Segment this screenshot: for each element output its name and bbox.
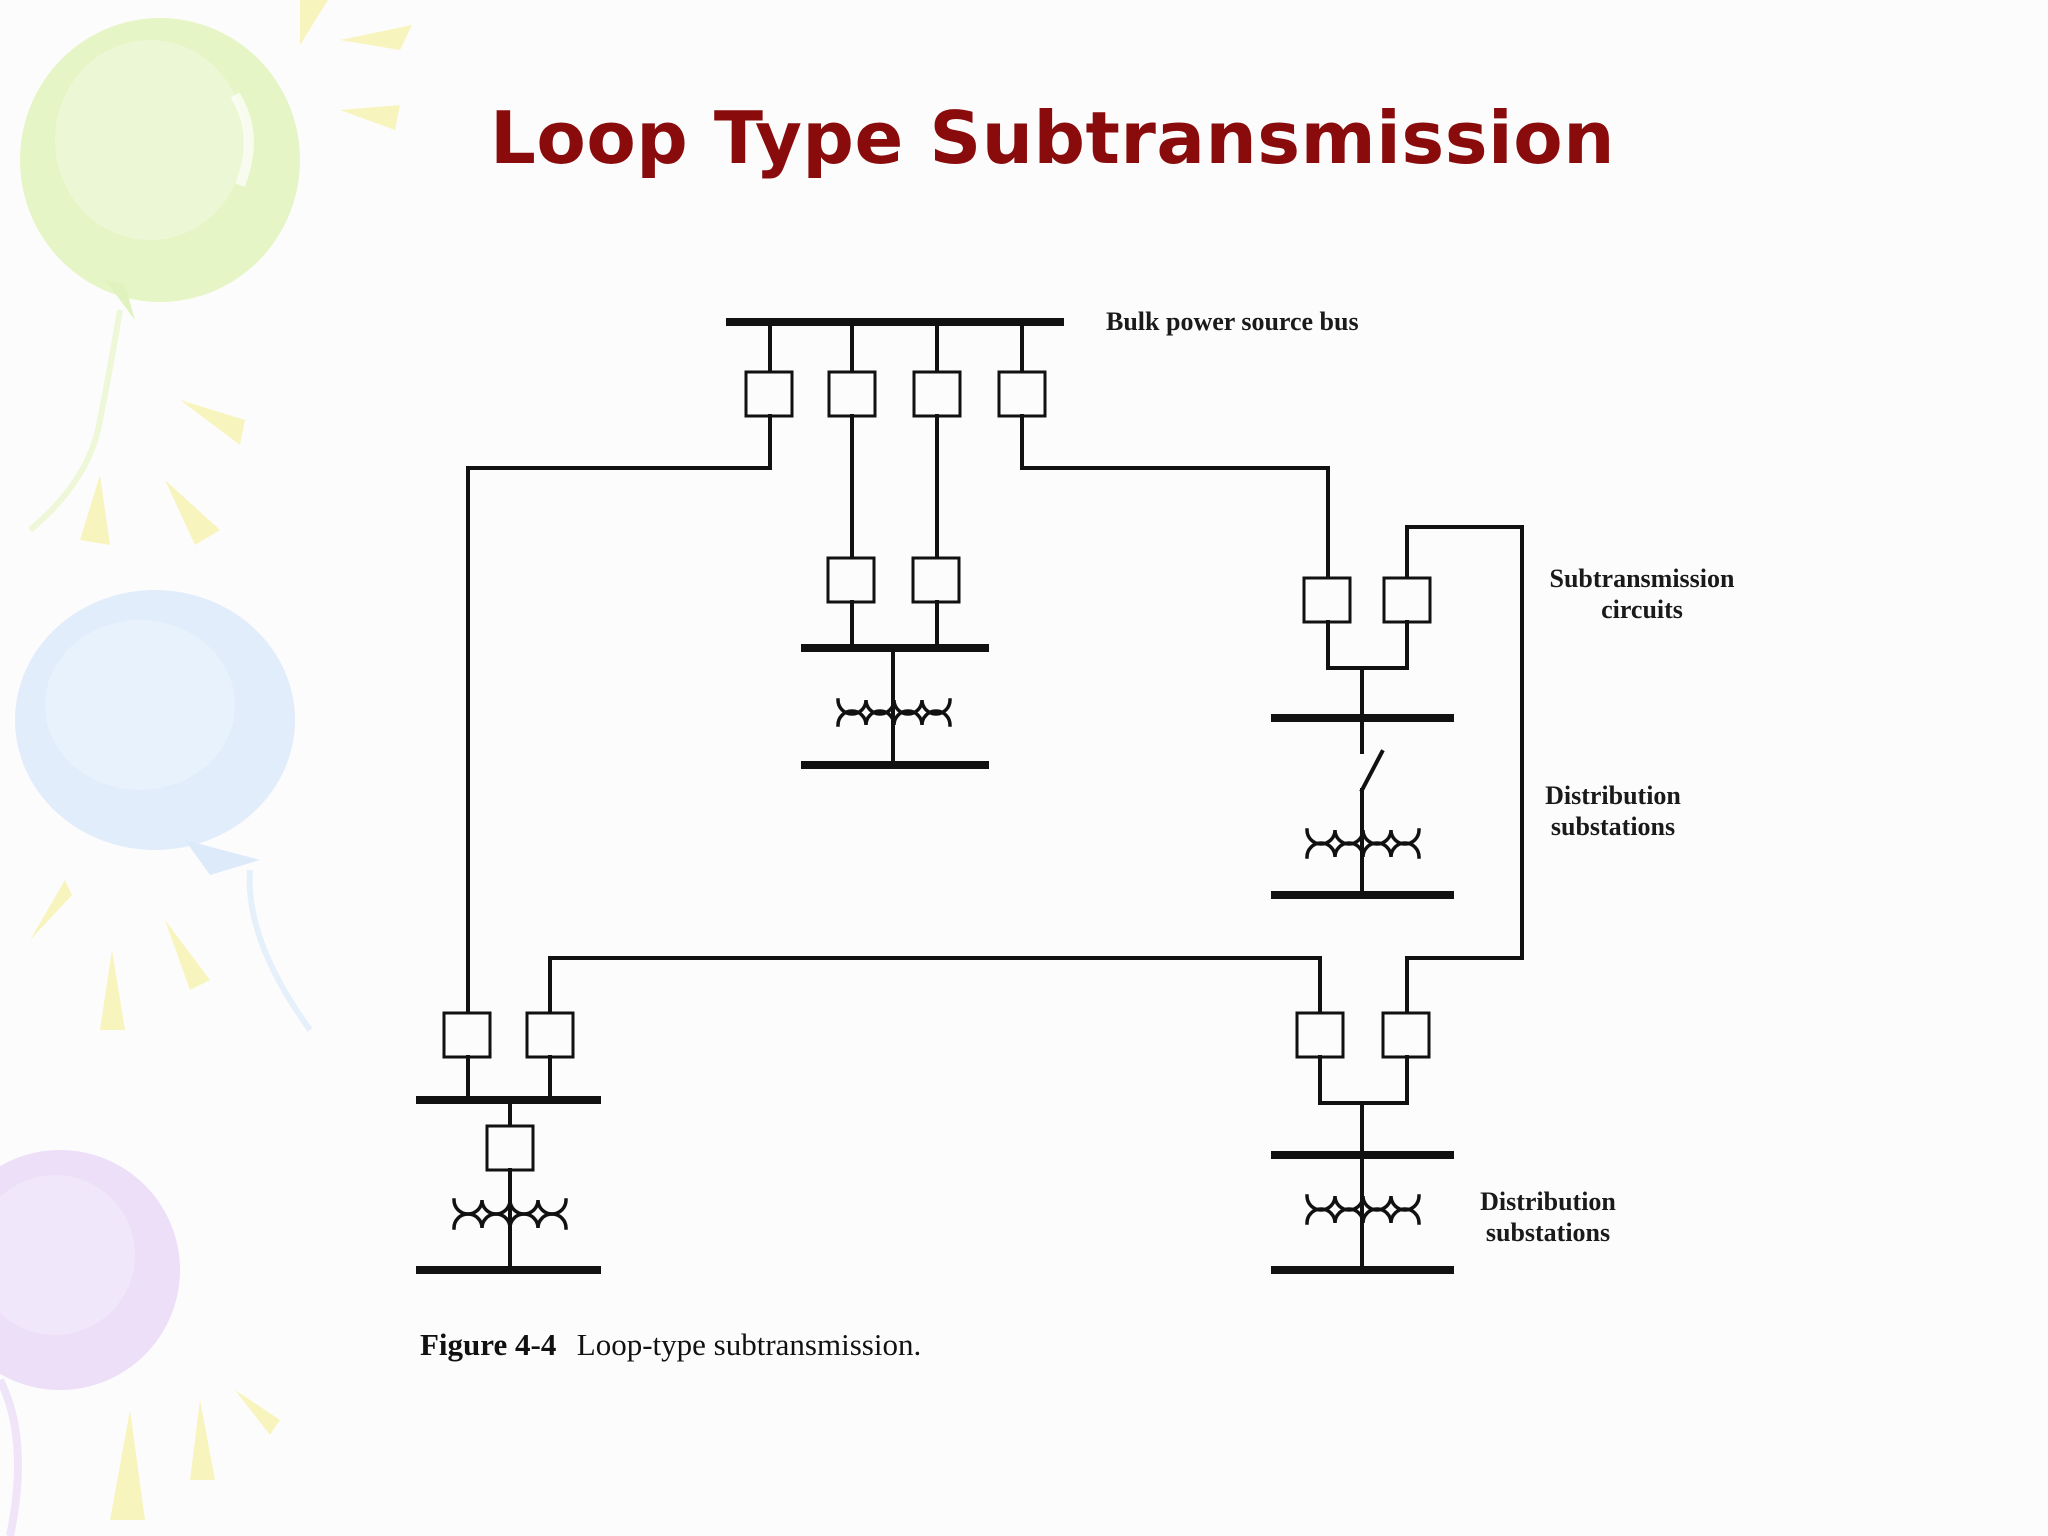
upper-right-transformer-icon xyxy=(1305,828,1421,859)
breaker-box xyxy=(1302,576,1352,624)
blue-balloon-icon xyxy=(15,590,313,1032)
breaker-box xyxy=(912,370,962,418)
distribution-lower-label-line1: Distribution xyxy=(1480,1187,1616,1216)
breaker-box xyxy=(442,1011,492,1059)
disconnect-switch xyxy=(1359,749,1385,793)
lower-left-transformer-icon xyxy=(452,1198,568,1230)
breaker-box xyxy=(485,1124,535,1172)
breaker-box xyxy=(525,1011,575,1059)
subtransmission-line-left xyxy=(466,414,772,1018)
lower-right-transformer-icon xyxy=(1305,1194,1421,1225)
breaker-box xyxy=(911,556,961,604)
subtransmission-line-right xyxy=(1020,414,1330,582)
breaker-box xyxy=(997,370,1047,418)
breaker-box xyxy=(827,370,877,418)
distribution-upper-label-line2: substations xyxy=(1551,812,1675,841)
green-balloon-icon xyxy=(20,18,300,533)
slide-title: Loop Type Subtransmission xyxy=(490,96,1615,180)
source-breakers xyxy=(744,370,1047,418)
breaker-box xyxy=(1382,576,1432,624)
bulk-bus-label: Bulk power source bus xyxy=(1106,307,1359,336)
breaker-box xyxy=(1381,1011,1431,1059)
distribution-lower-label-line2: substations xyxy=(1486,1218,1610,1247)
breaker-box xyxy=(1295,1011,1345,1059)
figure-number: Figure 4-4 xyxy=(420,1327,556,1362)
breaker-box xyxy=(826,556,876,604)
balloon-decoration xyxy=(0,0,412,1536)
distribution-upper-label-line1: Distribution xyxy=(1545,781,1681,810)
breaker-box xyxy=(744,370,794,418)
purple-balloon-icon xyxy=(0,1150,180,1536)
subtransmission-label-line1: Subtransmission xyxy=(1550,564,1735,593)
subtransmission-line-bottom xyxy=(548,956,1322,1018)
center-transformer-icon xyxy=(836,698,952,727)
figure-caption-text: Loop-type subtransmission. xyxy=(577,1327,921,1362)
subtransmission-label-line2: circuits xyxy=(1601,595,1683,624)
figure-caption: Figure 4-4 Loop-type subtransmission. xyxy=(420,1327,921,1362)
